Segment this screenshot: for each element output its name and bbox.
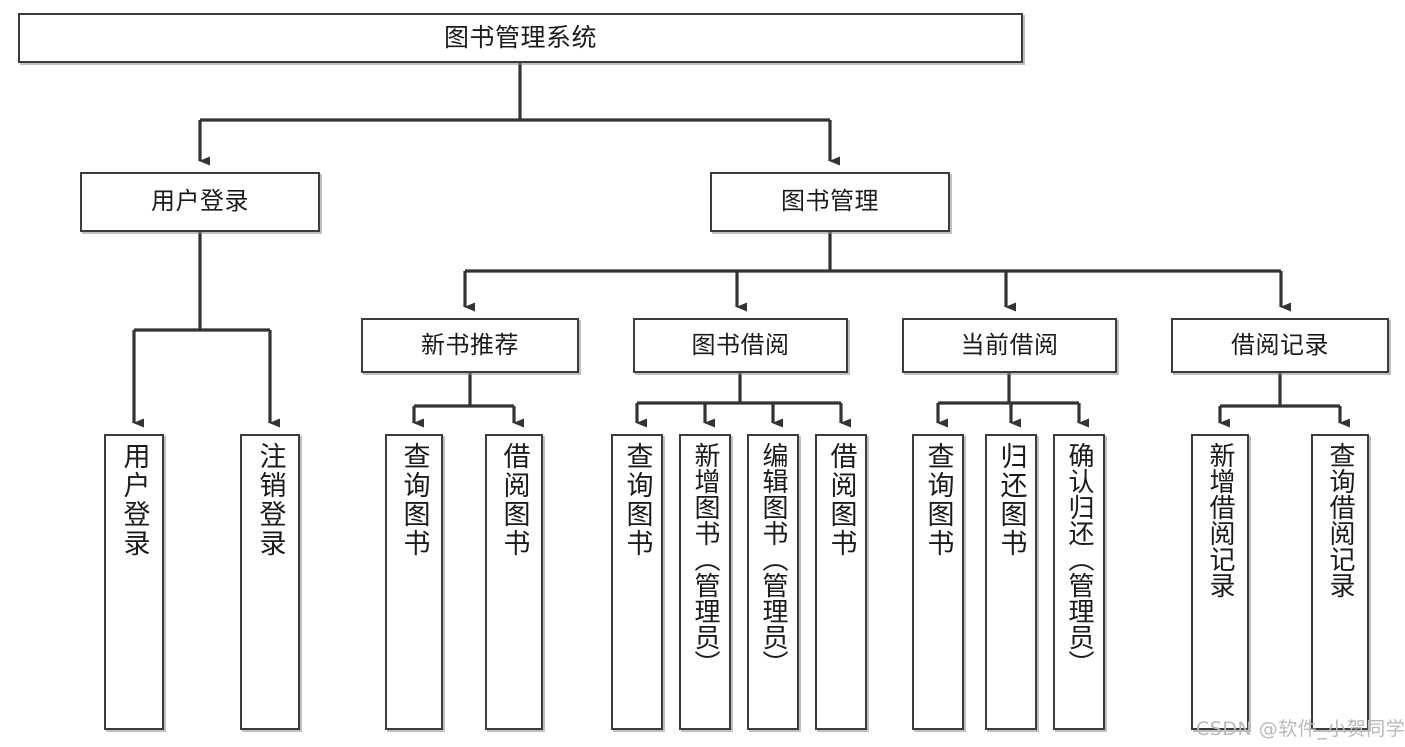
leaf-query-book-rec-label: 查询图书 <box>398 442 430 558</box>
leaf-return-book-label: 归还图书 <box>995 442 1027 558</box>
node-user-login[interactable]: 用户登录 <box>80 172 320 232</box>
leaf-return-book[interactable]: 归还图书 <box>985 434 1037 730</box>
leaf-logout-login[interactable]: 注销登录 <box>240 434 300 730</box>
leaf-logout-login-label: 注销登录 <box>254 442 286 558</box>
leaf-query-book-current-label: 查询图书 <box>922 442 954 558</box>
leaf-query-borrow-record-label: 查询借阅记录 <box>1325 442 1355 598</box>
leaf-confirm-return-admin[interactable]: 确认归还（管理员） <box>1053 434 1105 730</box>
leaf-borrow-book-rec[interactable]: 借阅图书 <box>485 434 543 730</box>
leaf-borrow-book-rec-label: 借阅图书 <box>498 442 530 558</box>
leaf-edit-book-admin-label: 编辑图书（管理员） <box>758 442 788 676</box>
node-book-borrow[interactable]: 图书借阅 <box>633 318 848 373</box>
leaf-add-book-admin[interactable]: 新增图书（管理员） <box>679 434 731 730</box>
leaf-add-book-admin-label: 新增图书（管理员） <box>690 442 720 676</box>
node-book-borrow-label: 图书借阅 <box>691 330 790 359</box>
leaf-edit-book-admin[interactable]: 编辑图书（管理员） <box>747 434 799 730</box>
leaf-user-login[interactable]: 用户登录 <box>104 434 164 730</box>
node-new-book-recommend[interactable]: 新书推荐 <box>361 318 579 373</box>
node-user-login-label: 用户登录 <box>151 187 249 216</box>
leaf-query-book-rec[interactable]: 查询图书 <box>385 434 443 730</box>
node-current-borrow-label: 当前借阅 <box>960 330 1059 359</box>
leaf-query-borrow-record[interactable]: 查询借阅记录 <box>1311 434 1369 730</box>
node-current-borrow[interactable]: 当前借阅 <box>902 318 1117 373</box>
leaf-query-book-current[interactable]: 查询图书 <box>912 434 964 730</box>
leaf-add-borrow-record-label: 新增借阅记录 <box>1205 442 1235 598</box>
leaf-confirm-return-admin-label: 确认归还（管理员） <box>1064 442 1094 676</box>
node-root[interactable]: 图书管理系统 <box>18 13 1023 63</box>
leaf-borrow-book-borrow-label: 借阅图书 <box>825 442 857 558</box>
node-borrow-record-label: 借阅记录 <box>1231 330 1329 359</box>
leaf-add-borrow-record[interactable]: 新增借阅记录 <box>1191 434 1249 730</box>
leaf-user-login-label: 用户登录 <box>118 442 150 558</box>
node-root-label: 图书管理系统 <box>443 22 597 52</box>
node-book-management[interactable]: 图书管理 <box>710 172 950 232</box>
leaf-query-book-borrow[interactable]: 查询图书 <box>611 434 663 730</box>
leaf-query-book-borrow-label: 查询图书 <box>621 442 653 558</box>
leaf-borrow-book-borrow[interactable]: 借阅图书 <box>815 434 867 730</box>
node-book-management-label: 图书管理 <box>781 187 879 216</box>
node-borrow-record[interactable]: 借阅记录 <box>1171 318 1389 373</box>
watermark-text: CSDN @软件_小贺同学 <box>1196 718 1405 740</box>
node-new-book-recommend-label: 新书推荐 <box>421 330 519 359</box>
